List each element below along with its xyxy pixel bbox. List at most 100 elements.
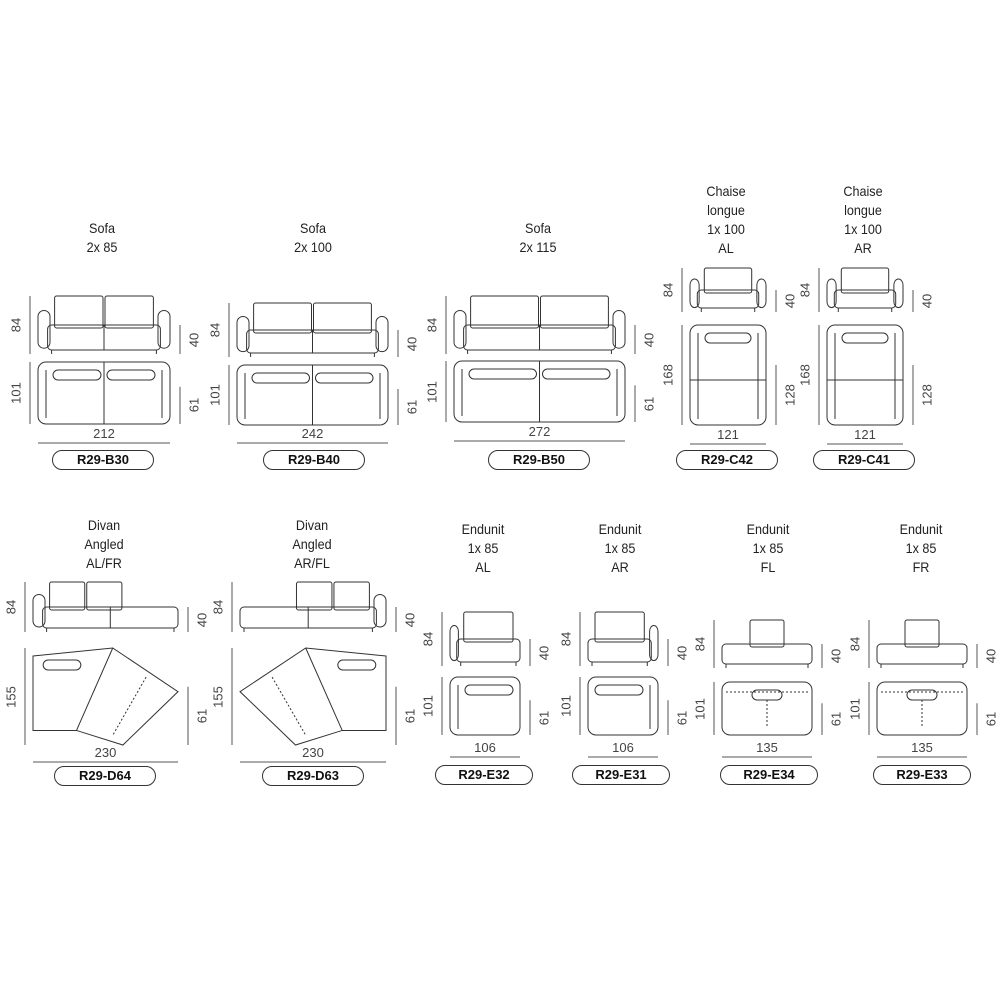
top-view-outline xyxy=(239,647,387,746)
dim-height: 84 xyxy=(424,317,440,333)
dashed-divider xyxy=(271,676,307,736)
top-back-cushion xyxy=(42,659,82,671)
top-back-cushion xyxy=(337,659,377,671)
dim-width: 106 xyxy=(474,740,496,755)
dim-seat-depth: 61 xyxy=(186,398,202,413)
back-cushion xyxy=(86,581,123,611)
dim-depth: 101 xyxy=(847,697,863,720)
dim-depth: 101 xyxy=(558,695,574,717)
dim-seat-height: 40 xyxy=(186,332,202,347)
dim-width: 135 xyxy=(911,740,933,755)
item-title-line: Sofa xyxy=(89,220,115,236)
model-code-badge: R29-C42 xyxy=(676,450,778,470)
item-title-line: 1x 100 xyxy=(707,221,745,237)
dim-width: 242 xyxy=(301,426,324,441)
front-seat xyxy=(587,638,652,663)
model-code-badge: R29-D64 xyxy=(54,766,156,786)
top-view-outline xyxy=(721,681,813,736)
back-cushion xyxy=(904,619,940,648)
dim-height: 84 xyxy=(797,282,813,298)
top-back-cushion xyxy=(841,332,889,344)
dim-seat-depth: 61 xyxy=(194,708,210,724)
dim-width: 106 xyxy=(612,740,634,755)
dim-height: 84 xyxy=(210,599,226,615)
front-armrest xyxy=(893,278,904,309)
item-title-line: Endunit xyxy=(746,521,790,537)
dim-seat-height: 40 xyxy=(536,645,552,660)
dim-width: 230 xyxy=(302,745,324,760)
top-back-cushion xyxy=(52,369,102,381)
dashed-divider xyxy=(112,676,147,736)
item-title-line: FL xyxy=(760,559,776,575)
front-armrest xyxy=(449,625,459,662)
dim-seat-height: 40 xyxy=(194,612,210,627)
module-divider xyxy=(76,647,114,731)
dim-seat-height: 40 xyxy=(402,612,418,627)
back-cushion xyxy=(470,295,540,329)
back-cushion xyxy=(104,295,154,329)
dim-seat-height: 40 xyxy=(828,648,844,664)
top-back-cushion xyxy=(106,369,156,381)
dim-seat-depth: 128 xyxy=(919,384,935,406)
dim-seat-height: 40 xyxy=(983,648,999,664)
dim-depth: 168 xyxy=(660,364,676,386)
item-title-line: Endunit xyxy=(461,521,505,537)
top-view-outline xyxy=(876,681,968,736)
model-code-badge: R29-D63 xyxy=(262,766,364,786)
item-title-line: AL xyxy=(475,559,491,575)
item-title-line: 2x 115 xyxy=(519,239,557,255)
front-armrest xyxy=(612,310,626,349)
dim-depth: 155 xyxy=(210,685,226,708)
front-armrest xyxy=(649,625,659,662)
model-code-badge: R29-C41 xyxy=(813,450,915,470)
top-back-cushion xyxy=(594,684,644,696)
back-cushion xyxy=(594,611,645,643)
item-title-line: 2x 85 xyxy=(86,239,118,255)
front-armrest xyxy=(37,310,51,349)
item-title-line: Sofa xyxy=(525,220,551,236)
front-armrest xyxy=(453,310,467,349)
item-title-line: AR/FL xyxy=(294,555,330,571)
dim-seat-depth: 128 xyxy=(782,384,798,406)
dim-depth: 101 xyxy=(424,380,440,403)
top-back-cushion xyxy=(704,332,752,344)
back-cushion xyxy=(749,619,785,648)
top-back-cushion xyxy=(315,372,374,384)
top-view-outline xyxy=(826,324,904,426)
item-title-line: Endunit xyxy=(598,521,642,537)
top-back-cushion xyxy=(542,368,611,380)
top-view-outline xyxy=(689,324,767,426)
top-view-outline xyxy=(32,647,179,746)
back-cushion xyxy=(295,581,333,611)
item-title-line: longue xyxy=(707,202,745,218)
back-cushion xyxy=(703,267,753,294)
back-cushion xyxy=(54,295,104,329)
front-armrest xyxy=(373,594,387,628)
top-view-outline xyxy=(587,676,659,736)
back-cushion xyxy=(253,302,313,334)
dim-seat-height: 40 xyxy=(674,645,690,660)
model-code-badge: R29-E34 xyxy=(720,765,818,785)
item-title-line: Angled xyxy=(84,536,124,552)
dim-seat-depth: 61 xyxy=(536,710,552,725)
dim-depth: 168 xyxy=(797,364,813,386)
dim-depth: 155 xyxy=(3,685,19,708)
back-cushion xyxy=(333,581,370,611)
top-back-cushion xyxy=(464,684,514,696)
dim-height: 84 xyxy=(558,631,574,647)
item-title-line: AL xyxy=(718,240,734,256)
item-title-line: 1x 100 xyxy=(844,221,882,237)
item-title-line: 2x 100 xyxy=(294,239,332,255)
item-title-line: FR xyxy=(912,559,930,575)
top-back-cushion xyxy=(251,372,310,384)
item-title-line: 1x 85 xyxy=(752,540,784,556)
front-seat xyxy=(721,643,813,665)
front-seat xyxy=(833,289,897,309)
dim-seat-depth: 61 xyxy=(402,708,418,724)
dim-seat-height: 40 xyxy=(404,336,420,351)
top-back-cushion xyxy=(468,368,537,380)
front-seat xyxy=(456,638,521,663)
dim-seat-depth: 61 xyxy=(404,399,420,415)
